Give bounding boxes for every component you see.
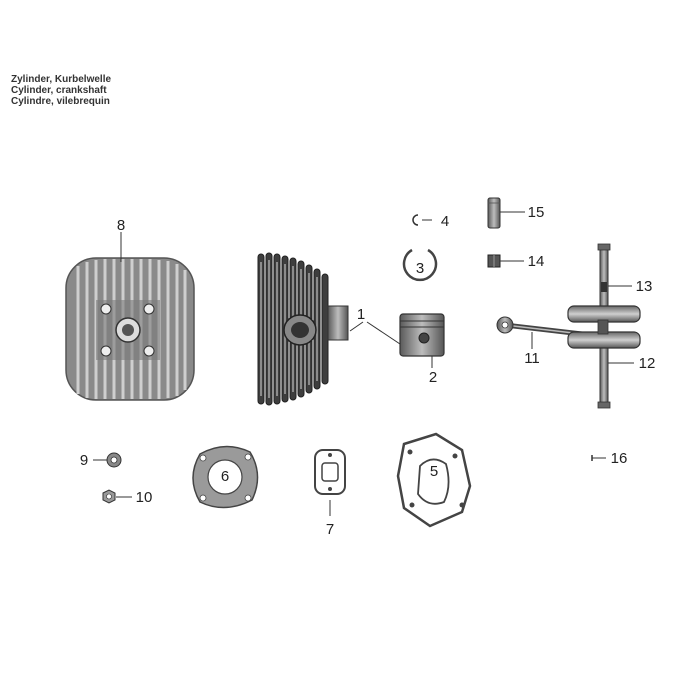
diagram-title-block: Zylinder, Kurbelwelle Cylinder, cranksha… bbox=[11, 74, 111, 107]
circlip bbox=[412, 214, 432, 226]
callout-2: 2 bbox=[429, 369, 437, 386]
callout-7: 7 bbox=[326, 521, 334, 538]
callout-4: 4 bbox=[441, 213, 449, 230]
needle-bearing bbox=[487, 254, 524, 268]
title-english: Cylinder, crankshaft bbox=[11, 85, 107, 96]
crankshaft bbox=[567, 243, 641, 409]
washer bbox=[93, 452, 122, 468]
callout-6: 6 bbox=[221, 468, 229, 485]
callout-15: 15 bbox=[528, 204, 545, 221]
pin bbox=[591, 455, 606, 461]
callout-13: 13 bbox=[636, 278, 653, 295]
title-french: Cylindre, vilebrequin bbox=[11, 96, 110, 107]
leader-line-1a bbox=[349, 321, 364, 332]
title-german: Zylinder, Kurbelwelle bbox=[11, 74, 112, 85]
leader-line-1b bbox=[366, 321, 401, 345]
callout-8: 8 bbox=[117, 217, 125, 234]
callout-14: 14 bbox=[528, 253, 545, 270]
callout-16: 16 bbox=[611, 450, 628, 467]
piston-pin bbox=[487, 197, 525, 229]
exhaust-gasket bbox=[314, 449, 346, 495]
piston bbox=[399, 313, 445, 357]
head-gasket bbox=[192, 445, 259, 509]
callout-10: 10 bbox=[136, 489, 153, 506]
callout-11: 11 bbox=[524, 350, 540, 367]
cylinder bbox=[257, 252, 349, 406]
callout-12: 12 bbox=[639, 355, 656, 372]
piston-ring bbox=[402, 248, 438, 282]
callout-5: 5 bbox=[430, 463, 438, 480]
crankcase-gasket bbox=[396, 432, 472, 528]
connecting-rod bbox=[496, 316, 583, 337]
callout-1: 1 bbox=[357, 306, 365, 323]
callout-9: 9 bbox=[80, 452, 88, 469]
nut bbox=[102, 489, 132, 504]
key bbox=[601, 282, 632, 292]
callout-3: 3 bbox=[416, 260, 424, 277]
cylinder-head bbox=[65, 257, 195, 401]
